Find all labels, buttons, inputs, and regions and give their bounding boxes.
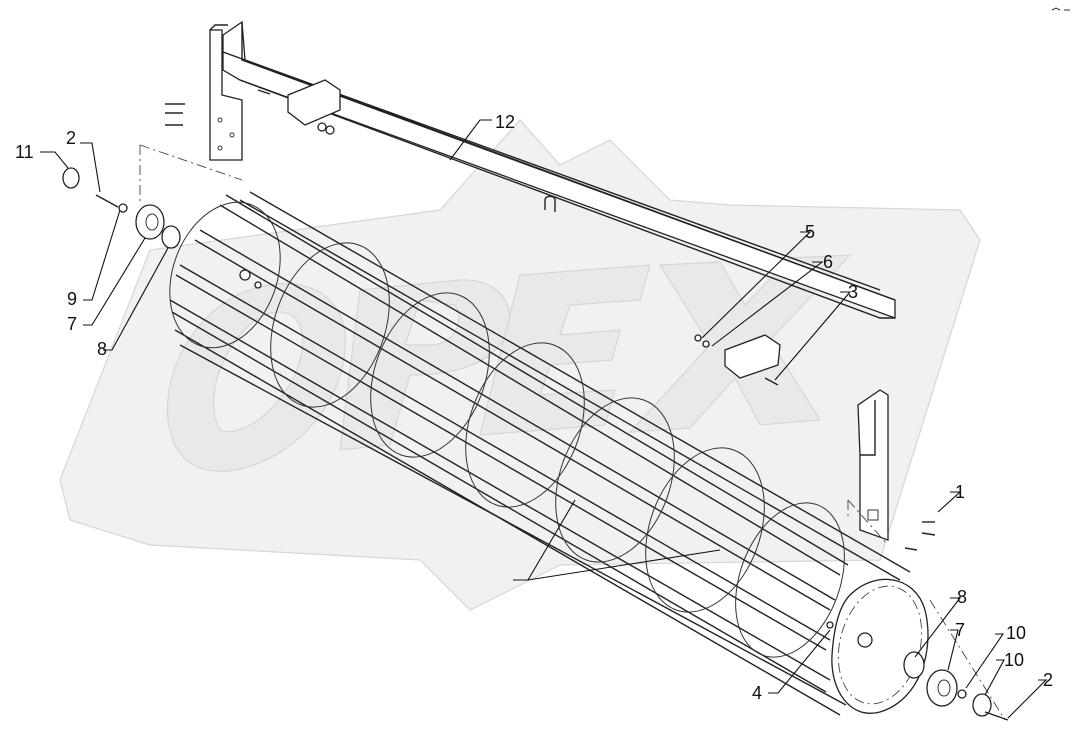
- o-ring-left: [62, 167, 80, 189]
- callout-10-left: 11: [15, 142, 34, 162]
- callout-labels: 11 2 9 7 8 12 5 6 3 1 8 7 10 10 2 4: [15, 112, 1053, 703]
- callout-8-right: 8: [957, 587, 967, 607]
- right-bearing-parts: [903, 651, 1009, 721]
- callout-5: 5: [805, 222, 815, 242]
- callout-7-left: 7: [67, 314, 77, 334]
- roller-cage: [169, 191, 929, 716]
- spacer-left: [161, 225, 181, 249]
- callout-10-right: 10: [1004, 650, 1024, 670]
- callout-4: 4: [752, 683, 762, 703]
- callout-1: 1: [955, 482, 965, 502]
- o-ring-right: [972, 693, 992, 717]
- callout-8-left: 8: [97, 339, 107, 359]
- callout-9-left: 9: [67, 289, 77, 309]
- bolt-left: [95, 194, 119, 208]
- washer-right: [957, 689, 967, 699]
- washer-left: [118, 203, 128, 213]
- callout-2-right: 2: [1043, 670, 1053, 690]
- bearing-left: [135, 204, 165, 240]
- left-bearing-parts: [62, 167, 181, 249]
- assembly-lines: [139, 144, 1006, 721]
- callout-11: 12: [495, 112, 515, 132]
- callout-6: 6: [823, 252, 833, 272]
- callout-7-right: 7: [955, 620, 965, 640]
- callout-3: 3: [848, 282, 858, 302]
- callout-9-right: 10: [1006, 623, 1026, 643]
- corner-mark-icon: [1051, 7, 1070, 11]
- spacer-right: [903, 651, 925, 679]
- callout-2-left: 2: [66, 128, 76, 148]
- leader-lines: [40, 119, 1048, 719]
- bolt-right: [984, 711, 1009, 721]
- frame-beam: [165, 20, 936, 551]
- bearing-right: [926, 669, 958, 707]
